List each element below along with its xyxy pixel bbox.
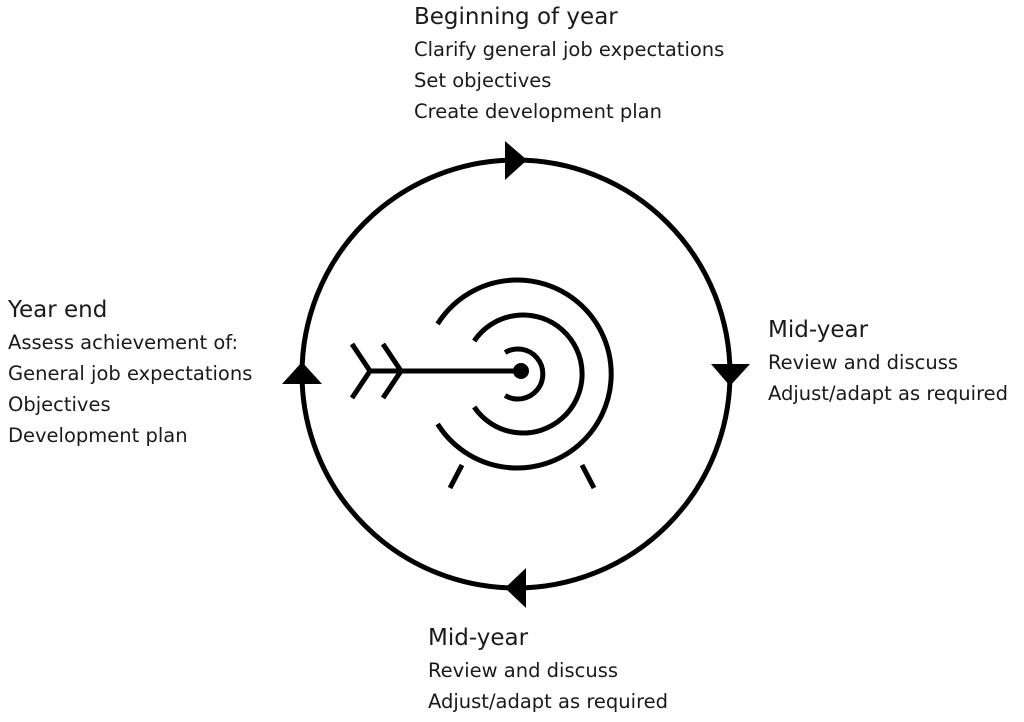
stage-beginning-of-year: Beginning of year Clarify general job ex… [414,0,724,127]
arrow-left-up-icon [282,362,322,384]
stage-line: Set objectives [414,69,552,92]
target-middle-ring [472,312,585,436]
stage-heading: Mid-year [768,317,869,343]
bullseye-dot [513,363,529,379]
stage-heading: Year end [8,297,108,323]
target-with-arrow-icon [349,277,614,490]
stage-line: Objectives [8,393,111,416]
stage-line: Review and discuss [768,351,959,374]
stage-line: Adjust/adapt as required [768,382,1009,405]
stage-line: Clarify general job expectations [414,38,725,61]
arrow-right-down-icon [711,364,750,386]
target-inner-ring [503,346,546,402]
arrow-top-right-icon [505,141,527,180]
stage-line: Review and discuss [428,659,619,682]
stage-line: Assess achievement of: [8,331,239,354]
stage-year-end: Year end Assess achievement of: General … [8,293,252,451]
stage-line: Create development plan [414,100,662,123]
stage-line: Development plan [8,424,188,447]
stage-line: General job expectations [8,362,253,385]
stage-mid-year-bottom: Mid-year Review and discuss Adjust/adapt… [428,621,668,717]
arrow-fletching-front [380,342,405,400]
arrow-bottom-left-icon [505,568,526,608]
stage-heading: Mid-year [428,625,529,651]
target-outer-ring [435,277,614,471]
arrow-fletching-back [349,342,374,400]
target-right-leg [579,463,597,490]
target-left-leg [447,463,465,490]
stage-mid-year-right: Mid-year Review and discuss Adjust/adapt… [768,313,1008,409]
stage-line: Adjust/adapt as required [428,690,669,713]
stage-heading: Beginning of year [414,4,618,30]
